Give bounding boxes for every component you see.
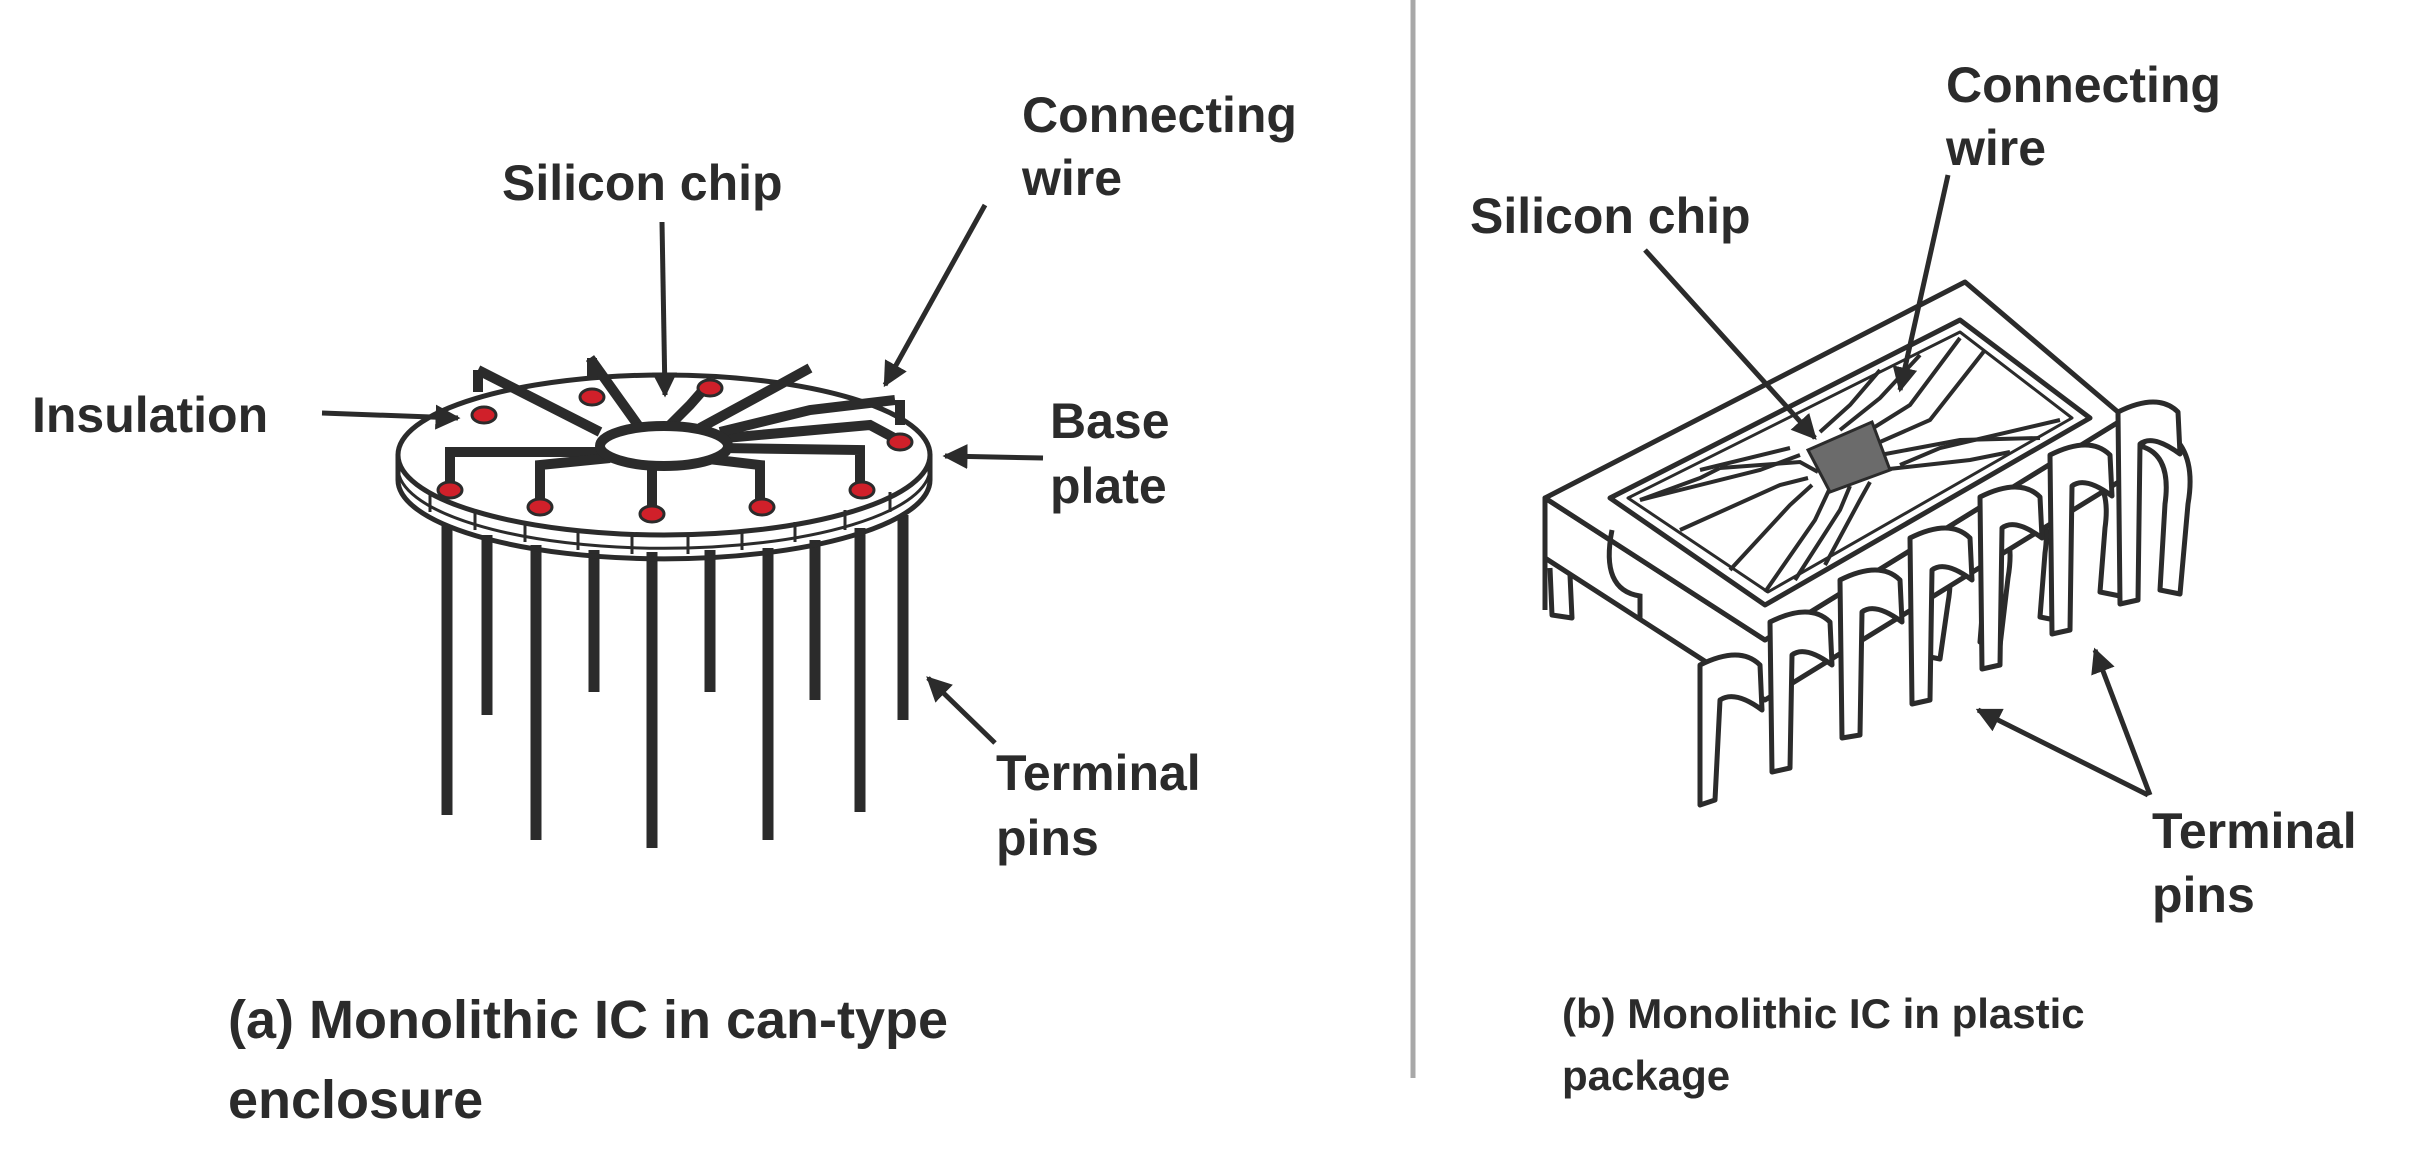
arrow-terminal-pins-a xyxy=(926,676,997,745)
caption-b-line2: package xyxy=(1562,1052,1730,1099)
caption-a-line2: enclosure xyxy=(228,1070,483,1130)
label-connecting-wire-a-line2: wire xyxy=(1021,150,1122,206)
arrow-base-plate xyxy=(942,443,1044,469)
arrow-silicon-chip-a xyxy=(652,221,678,398)
label-insulation: Insulation xyxy=(32,387,268,443)
label-silicon-chip-a: Silicon chip xyxy=(502,155,783,211)
connecting-wires xyxy=(445,355,905,512)
silicon-chip-a xyxy=(595,421,733,471)
label-connecting-wire-b-line2: wire xyxy=(1945,120,2046,176)
panel-b-arrows xyxy=(1643,174,2153,798)
arrow-terminal-pins-b-2 xyxy=(2091,647,2153,796)
can-type-ic-drawing xyxy=(395,355,933,848)
base-plate-segments xyxy=(428,492,892,554)
caption-b-line1: (b) Monolithic IC in plastic xyxy=(1562,990,2085,1037)
arrow-connecting-wire-a xyxy=(882,203,988,388)
arrow-insulation xyxy=(321,404,461,430)
terminal-pins xyxy=(441,515,909,848)
arrow-terminal-pins-b-1 xyxy=(1975,707,2150,798)
arrow-silicon-chip-b xyxy=(1643,248,1817,440)
label-base-plate-line2: plate xyxy=(1050,458,1167,514)
label-base-plate-line1: Base xyxy=(1050,393,1170,449)
base-plate-rim xyxy=(395,452,933,562)
label-connecting-wire-a-line1: Connecting xyxy=(1022,87,1297,143)
plastic-package-ic-drawing xyxy=(1542,279,2193,808)
panel-a-arrows xyxy=(321,203,1044,745)
label-silicon-chip-b: Silicon chip xyxy=(1470,188,1751,244)
label-terminal-pins-a-line1: Terminal xyxy=(996,745,1201,801)
label-connecting-wire-b-line1: Connecting xyxy=(1946,57,2221,113)
insulation-dots xyxy=(436,378,914,524)
terminal-pins-front xyxy=(1697,399,2183,808)
label-terminal-pins-b-line2: pins xyxy=(2152,867,2255,923)
caption-a-line1: (a) Monolithic IC in can-type xyxy=(228,990,948,1050)
package-notch xyxy=(1606,529,1643,620)
arrow-connecting-wire-b xyxy=(1892,174,1951,393)
label-terminal-pins-a-line2: pins xyxy=(996,810,1099,866)
silicon-chip-b xyxy=(1805,419,1892,494)
label-terminal-pins-b-line1: Terminal xyxy=(2152,803,2357,859)
